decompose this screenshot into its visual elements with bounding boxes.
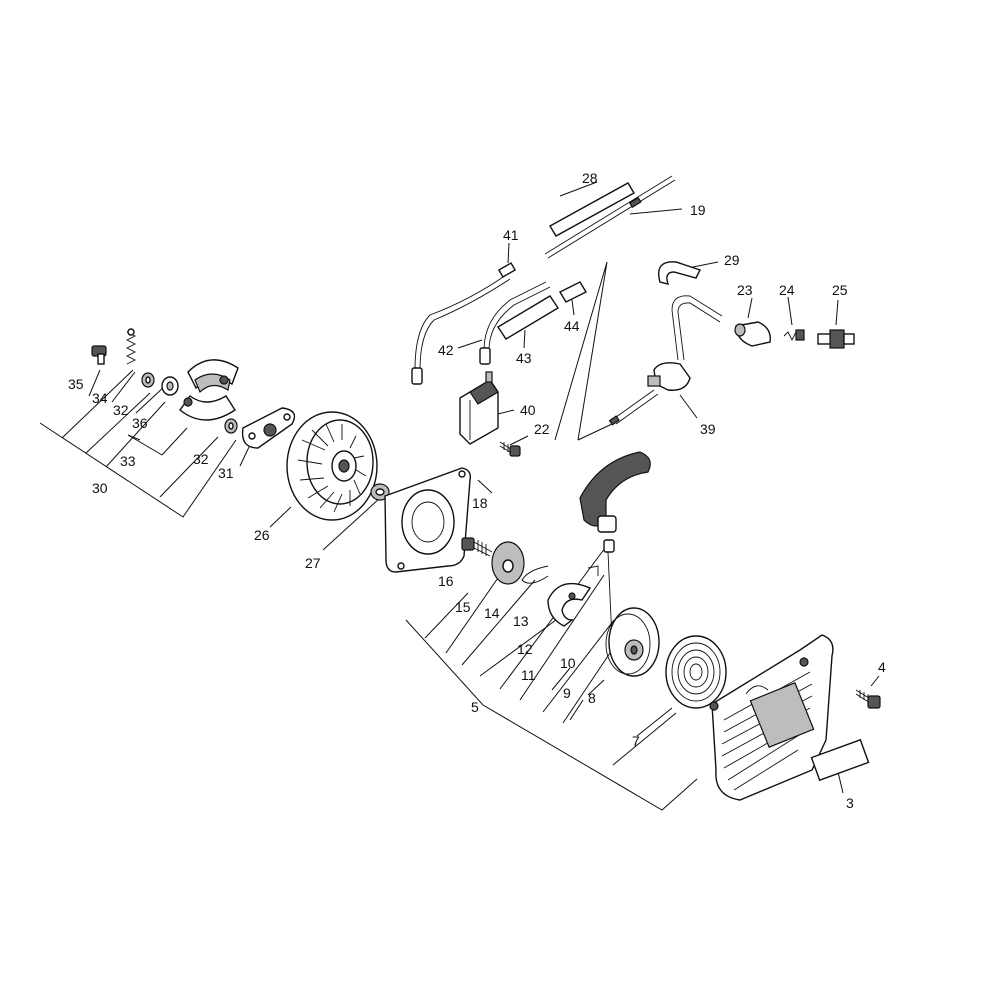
label-26: 26 [254,527,270,543]
wire-19 [544,175,676,259]
label-16: 16 [438,573,454,589]
callout-labels: 3 4 5 7 8 9 10 11 12 13 14 15 16 18 19 2… [68,170,886,811]
washer-32b [224,418,238,434]
label-19: 19 [690,202,706,218]
hose-29 [658,261,701,285]
washer-32a [141,372,155,388]
bolt-4 [855,689,881,709]
label-7: 7 [632,733,640,749]
spring-34 [125,328,137,365]
label-11: 11 [521,667,536,683]
label-34: 34 [92,390,108,406]
label-18: 18 [472,495,488,511]
coil-39 [608,295,723,426]
label-14: 14 [484,605,500,621]
label-28: 28 [582,170,598,186]
label-43: 43 [516,350,532,366]
terminal-24 [783,329,805,342]
bolt-16 [461,537,493,557]
wire-42 [479,281,551,365]
bolt-35 [91,345,107,365]
screw-22 [499,441,521,457]
plate-31 [241,407,296,449]
label-39: 39 [700,421,716,437]
label-44: 44 [564,318,580,334]
label-22: 22 [534,421,550,437]
label-13: 13 [513,613,529,629]
handle [579,451,651,553]
label-33: 33 [120,453,136,469]
label-42: 42 [438,342,454,358]
clutch-shoes-33 [179,359,239,421]
housing-18 [384,467,472,573]
clip-14 [521,565,549,584]
tube-43 [497,295,559,340]
rope [607,551,613,641]
spark-plug-25 [817,329,855,349]
decal-3 [810,738,870,782]
tube-28 [549,182,635,237]
flywheel-26 [286,411,378,521]
label-9: 9 [563,685,571,701]
label-30: 30 [92,480,108,496]
label-24: 24 [779,282,795,298]
wire-41 [411,262,517,385]
starter-cover [709,634,834,801]
label-41: 41 [503,227,519,243]
label-3: 3 [846,795,854,811]
spring-7 [665,635,727,709]
label-29: 29 [724,252,740,268]
label-5: 5 [471,699,479,715]
label-32b: 32 [193,451,209,467]
label-25: 25 [832,282,848,298]
label-36: 36 [132,415,148,431]
boot-23 [734,321,771,347]
label-8: 8 [588,690,596,706]
module-40 [459,371,499,445]
label-27: 27 [305,555,321,571]
sleeve-44 [559,281,587,303]
label-15: 15 [455,599,471,615]
label-4: 4 [878,659,886,675]
pulley-8 [605,607,660,677]
label-12: 12 [517,641,533,657]
label-31: 31 [218,465,234,481]
label-35: 35 [68,376,84,392]
pin-13 [587,565,599,576]
label-40: 40 [520,402,536,418]
disk-15 [491,541,525,585]
label-32a: 32 [113,402,129,418]
label-23: 23 [737,282,753,298]
bushing-36 [161,376,179,396]
label-10: 10 [560,655,576,671]
leader-lines [39,181,880,811]
pawl-12 [547,582,592,627]
